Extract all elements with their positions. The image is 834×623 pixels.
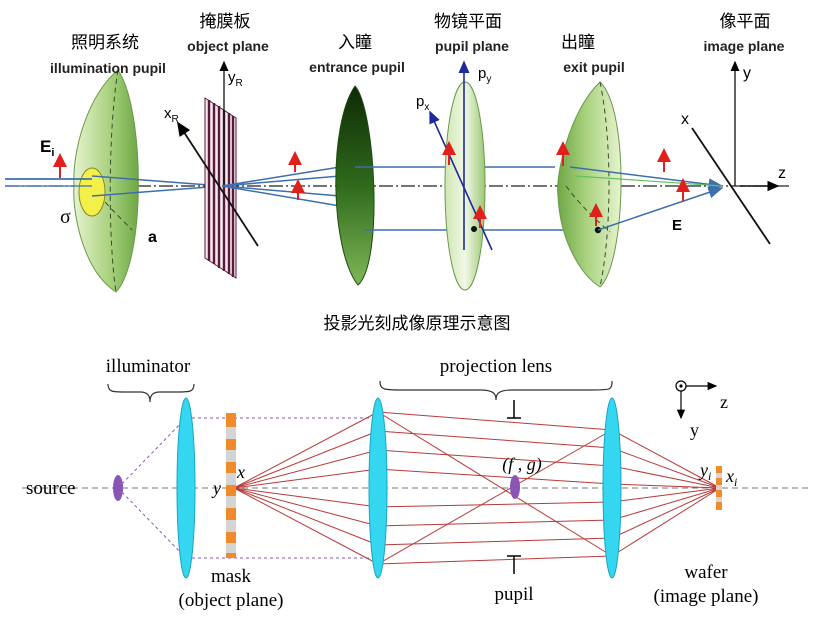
beam-to-mask-2 <box>91 185 223 197</box>
a-label: a <box>148 229 157 246</box>
projection-brace <box>379 380 613 401</box>
image-x-label: x <box>681 111 689 128</box>
mask-bar <box>226 413 236 558</box>
coordinate-icon <box>675 380 718 420</box>
mask-y-label: y <box>211 478 221 498</box>
source-ellipse <box>113 475 123 501</box>
exit-cn-label: 出瞳 <box>561 33 595 53</box>
sigma-disk <box>78 167 106 217</box>
projection-lens-label: projection lens <box>440 356 552 377</box>
projection-lens-1 <box>368 397 388 579</box>
illuminator-lens <box>176 397 196 579</box>
fg-label: (f , g) <box>502 454 542 475</box>
bottom-y-label: y <box>690 420 699 440</box>
illuminator-brace <box>107 383 195 403</box>
pupil-stops <box>507 400 521 574</box>
illumination-rays <box>117 417 372 559</box>
bottom-schematic: illuminator projection lens source mask … <box>22 356 812 611</box>
beam-mask-entrance-3 <box>221 185 341 197</box>
diagram-caption: 投影光刻成像原理示意图 <box>324 314 511 334</box>
wafer-y-label: yi <box>698 460 711 483</box>
illumination-pupil-lens <box>73 69 139 293</box>
bottom-z-label: z <box>720 392 728 412</box>
beam-mask-entrance-4 <box>221 185 341 207</box>
exit-pupil-lens <box>557 81 622 288</box>
beam-to-image-2 <box>597 186 724 231</box>
pupil-dot <box>471 226 477 232</box>
mask-cn-label: 掩膜板 <box>200 12 251 32</box>
xr-label: xR <box>164 105 179 125</box>
beam-mask-entrance-2 <box>221 175 341 187</box>
illuminator-label: illuminator <box>106 356 191 377</box>
z-label: z <box>778 165 786 182</box>
yr-label: yR <box>228 69 243 89</box>
source-label: source <box>26 478 76 499</box>
entrance-cn-label: 入瞳 <box>338 33 372 53</box>
image-cn-label: 像平面 <box>720 12 771 32</box>
sigma-label: σ <box>60 206 71 228</box>
image-x-axis <box>691 127 771 245</box>
wafer-bar <box>716 466 722 510</box>
mask-x-label: x <box>236 462 245 482</box>
beam-to-image-1 <box>569 166 724 191</box>
xr-axis <box>177 121 259 247</box>
beam-to-mask-1 <box>91 175 223 187</box>
entrance-pupil-lens <box>335 85 375 286</box>
py-label: py <box>478 65 491 85</box>
image-en-label: image plane <box>704 38 785 54</box>
diffraction-rays <box>233 411 721 565</box>
image-plane-label: (image plane) <box>654 586 759 607</box>
beam-to-image-green <box>574 175 723 187</box>
image-y-label: y <box>743 65 751 82</box>
beam-mask-entrance-1 <box>221 166 341 187</box>
illumination-cn-label: 照明系统 <box>71 33 139 53</box>
objective-cn-label: 物镜平面 <box>434 12 502 32</box>
projection-lens-2 <box>602 397 622 579</box>
entrance-en-label: entrance pupil <box>309 59 405 75</box>
mask-label: mask <box>211 566 252 587</box>
top-optical-diagram: 照明系统 illumination pupil 掩膜板 object plane… <box>5 12 790 293</box>
exit-en-label: exit pupil <box>563 59 624 75</box>
mask-en-label: object plane <box>187 38 269 54</box>
px-axis <box>429 110 493 251</box>
wafer-x-label: xi <box>725 466 737 489</box>
wafer-label: wafer <box>684 562 728 583</box>
ei-label: Ei <box>40 137 54 159</box>
pupil-ellipse <box>510 475 520 499</box>
px-label: px <box>416 93 429 113</box>
pupil-label: pupil <box>494 584 533 605</box>
illumination-en-label: illumination pupil <box>50 60 166 76</box>
object-plane-label: (object plane) <box>179 590 284 611</box>
e-label: E <box>672 217 682 234</box>
objective-pupil-lens <box>444 81 486 291</box>
objective-en-label: pupil plane <box>435 38 509 54</box>
